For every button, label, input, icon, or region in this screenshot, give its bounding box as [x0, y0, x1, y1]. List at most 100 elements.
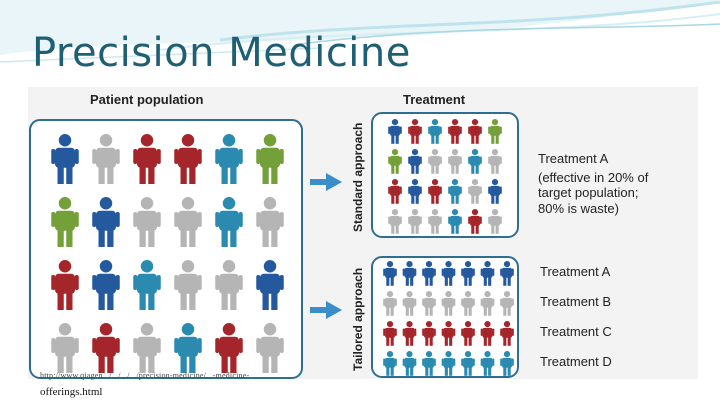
person-icon — [383, 291, 397, 316]
person-icon — [441, 351, 456, 376]
person-icon — [448, 179, 462, 204]
person-icon — [441, 291, 456, 316]
person-icon — [402, 351, 417, 376]
standard-treatment-grid — [388, 119, 502, 234]
person-icon — [441, 261, 456, 286]
source-url-line[interactable]: http://www.qiagen.../.../.../.../precisi… — [40, 371, 250, 380]
tailored-label-treatment-d: Treatment D — [540, 354, 612, 369]
person-icon — [92, 197, 120, 247]
person-icon — [51, 197, 79, 247]
person-icon — [488, 119, 502, 144]
person-icon — [92, 260, 120, 310]
person-icon — [388, 119, 402, 144]
person-icon — [383, 321, 397, 346]
person-icon — [388, 149, 402, 174]
person-icon — [402, 321, 417, 346]
person-icon — [422, 351, 436, 376]
person-icon — [422, 291, 436, 316]
person-icon — [488, 149, 502, 174]
person-icon — [428, 179, 442, 204]
person-icon — [428, 149, 442, 174]
standard-note-line: (effective in 20% of — [538, 170, 649, 185]
person-icon — [174, 197, 202, 247]
precision-medicine-figure: Patient population Treatment Standard ap… — [28, 87, 698, 379]
person-icon — [92, 323, 120, 373]
tailored-label-treatment-b: Treatment B — [540, 294, 611, 309]
person-icon — [256, 197, 284, 247]
person-icon — [480, 321, 495, 346]
tailored-label-treatment-c: Treatment C — [540, 324, 612, 339]
person-icon — [488, 179, 502, 204]
person-icon — [408, 149, 422, 174]
person-icon — [488, 209, 502, 234]
tailored-label-treatment-a: Treatment A — [540, 264, 611, 279]
person-icon — [256, 134, 284, 184]
person-icon — [51, 260, 79, 310]
person-icon — [215, 323, 243, 373]
standard-note-line: Treatment A — [538, 151, 609, 166]
person-icon — [480, 351, 495, 376]
tailored-treatment-box — [371, 256, 519, 378]
person-icon — [174, 260, 202, 310]
person-icon — [441, 321, 456, 346]
person-icon — [215, 260, 243, 310]
person-icon — [461, 321, 475, 346]
person-icon — [461, 291, 475, 316]
patient-population-grid — [51, 134, 284, 373]
person-icon — [133, 134, 161, 184]
standard-treatment-box — [371, 112, 519, 238]
person-icon — [215, 197, 243, 247]
person-icon — [468, 149, 482, 174]
person-icon — [383, 261, 397, 286]
person-icon — [51, 134, 79, 184]
person-icon — [92, 134, 120, 184]
person-icon — [174, 134, 202, 184]
person-icon — [461, 351, 475, 376]
person-icon — [500, 291, 514, 316]
person-icon — [468, 179, 482, 204]
person-icon — [256, 260, 284, 310]
slide-title: Precision Medicine — [32, 30, 411, 76]
person-icon — [388, 209, 402, 234]
arrow-to-standard — [310, 173, 342, 191]
standard-approach-label: Standard approach — [351, 123, 365, 232]
person-icon — [215, 134, 243, 184]
person-icon — [500, 351, 514, 376]
person-icon — [51, 323, 79, 373]
tailored-approach-label: Tailored approach — [351, 268, 365, 371]
patient-population-header: Patient population — [90, 92, 203, 107]
patient-population-box — [29, 119, 303, 379]
person-icon — [500, 261, 514, 286]
tailored-treatment-grid — [383, 261, 514, 376]
person-icon — [448, 119, 462, 144]
person-icon — [408, 179, 422, 204]
person-icon — [133, 323, 161, 373]
person-icon — [448, 209, 462, 234]
source-citation: http://www.qiagen.../.../.../.../precisi… — [40, 368, 249, 400]
person-icon — [388, 179, 402, 204]
standard-note-line: target population; — [538, 185, 638, 200]
person-icon — [383, 351, 397, 376]
treatment-header: Treatment — [403, 92, 466, 107]
person-icon — [448, 149, 462, 174]
person-icon — [428, 209, 442, 234]
person-icon — [468, 209, 482, 234]
person-icon — [133, 197, 161, 247]
person-icon — [402, 291, 417, 316]
person-icon — [500, 321, 514, 346]
person-icon — [133, 260, 161, 310]
arrow-to-tailored — [310, 301, 342, 319]
person-icon — [408, 119, 422, 144]
figure-canvas: Patient population Treatment Standard ap… — [29, 92, 649, 379]
standard-note-line: 80% is waste) — [538, 201, 619, 216]
standard-treatment-note: Treatment A (effective in 20% of target … — [538, 151, 649, 216]
person-icon — [256, 323, 284, 373]
person-icon — [461, 261, 475, 286]
person-icon — [408, 209, 422, 234]
source-url-line[interactable]: offerings.html — [40, 386, 103, 398]
person-icon — [468, 119, 482, 144]
header-swoosh — [0, 0, 720, 63]
person-icon — [422, 261, 436, 286]
person-icon — [402, 261, 417, 286]
person-icon — [480, 261, 495, 286]
